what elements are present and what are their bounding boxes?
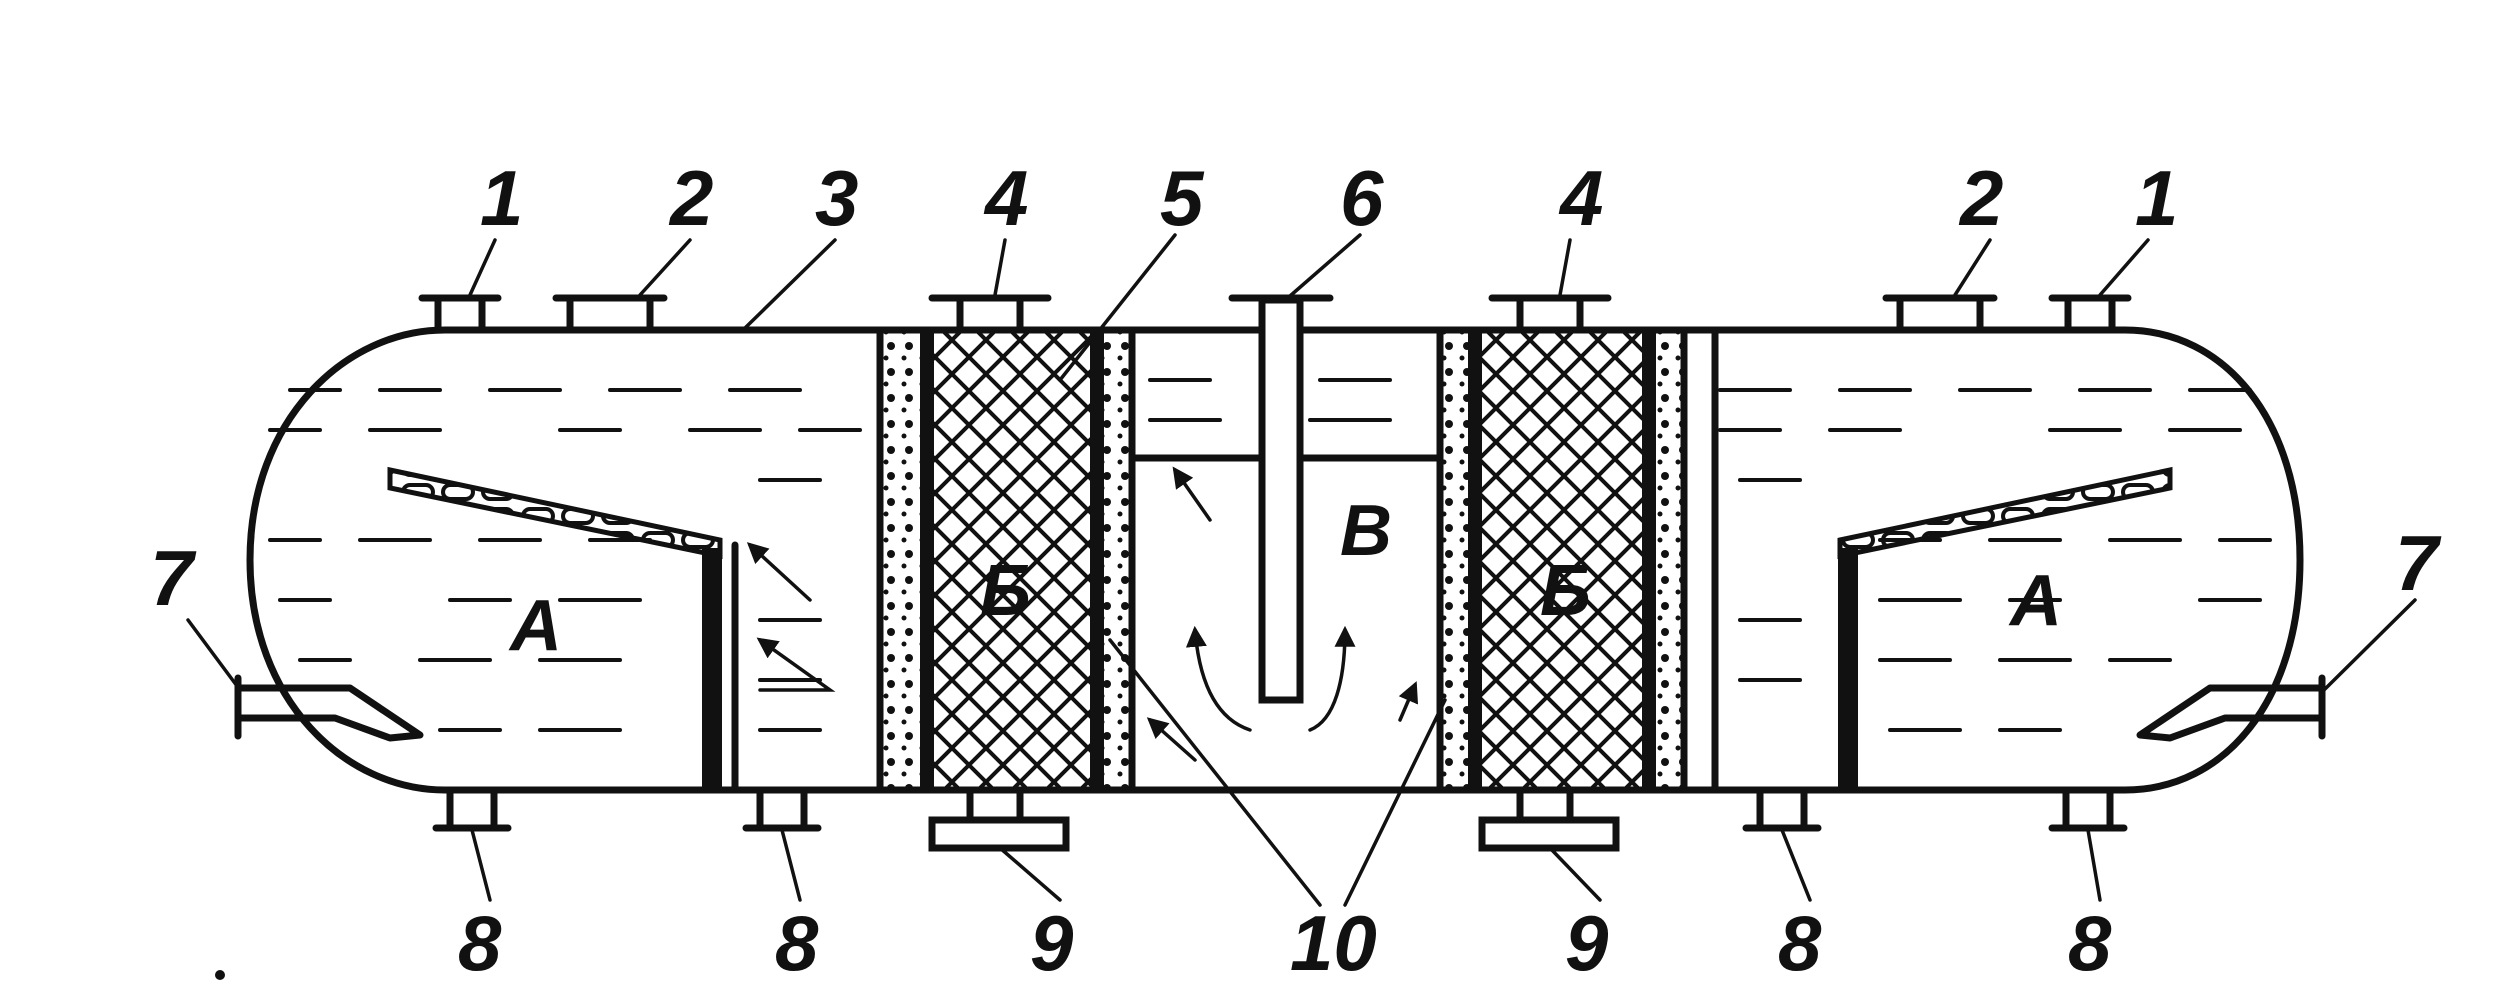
- label-9-left: 9: [1030, 899, 1074, 987]
- label-8-2: 8: [775, 899, 819, 987]
- label-10: 10: [1290, 899, 1377, 987]
- baffle-left: [702, 548, 722, 790]
- liquid-dashes-center: [1148, 378, 1392, 422]
- liquid-dashes-left: [268, 388, 862, 732]
- label-1-right: 1: [2135, 154, 2178, 242]
- label-8-4: 8: [2068, 899, 2112, 987]
- label-8-3: 8: [1778, 899, 1822, 987]
- label-7-left: 7: [150, 534, 197, 622]
- label-4-left: 4: [983, 154, 1028, 242]
- packed-section-left: [876, 326, 1136, 794]
- zone-a-right: А: [2008, 561, 2062, 641]
- nozzles-bottom: [432, 786, 2128, 852]
- label-1-left: 1: [480, 154, 523, 242]
- zone-labels: А Б В Б А: [508, 491, 2062, 666]
- label-6: 6: [1340, 154, 1384, 242]
- label-8-1: 8: [458, 899, 502, 987]
- nozzles-top: [418, 294, 2132, 334]
- label-2-left: 2: [668, 154, 713, 242]
- packed-section-right: [1436, 326, 1688, 794]
- inclined-tray-right: [1837, 466, 2173, 560]
- inlet-right: [2136, 674, 2326, 742]
- label-7-right: 7: [2395, 519, 2442, 607]
- stray-mark: [215, 970, 225, 980]
- dip-tube: [1228, 294, 1334, 704]
- leader-lines: [186, 233, 2417, 907]
- label-3: 3: [815, 154, 858, 242]
- zone-b-left: Б: [980, 551, 1031, 631]
- inlet-left: [234, 674, 424, 742]
- label-4-right: 4: [1558, 154, 1603, 242]
- label-9-right: 9: [1565, 899, 1609, 987]
- number-labels: 1 2 3 4 5 6 4 2 1 7 7 8 8 9 10 9 8 8: [150, 154, 2442, 987]
- label-2-right: 2: [1958, 154, 2003, 242]
- baffle-right: [1838, 548, 1858, 790]
- liquid-dashes-right: [1718, 388, 2272, 732]
- label-5: 5: [1160, 154, 1205, 242]
- flow-arrows: [746, 466, 1419, 762]
- zone-b-right: Б: [1540, 551, 1591, 631]
- vessel-shell: [246, 326, 2304, 794]
- zone-v: В: [1340, 491, 1392, 571]
- inclined-tray-left: [387, 466, 723, 560]
- zone-a-left: А: [508, 586, 562, 666]
